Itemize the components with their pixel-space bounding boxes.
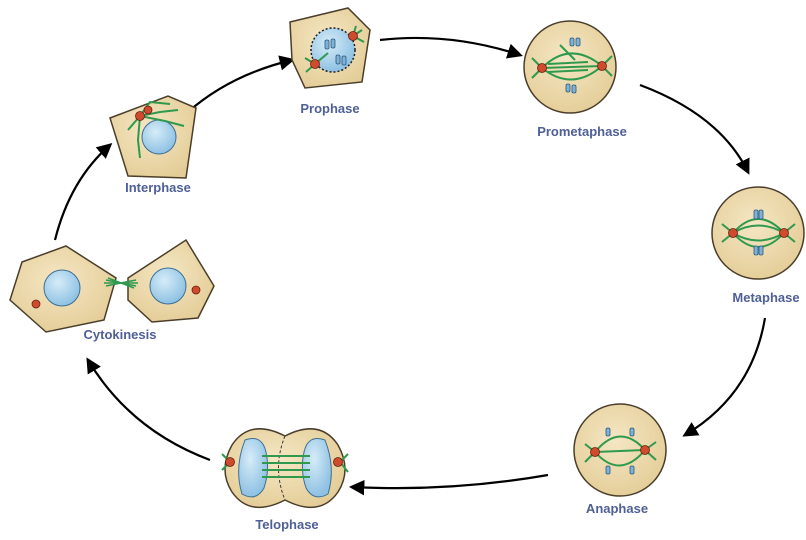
anaphase-cell xyxy=(574,404,666,496)
arrow-anaphase-to-telophase xyxy=(352,475,548,488)
label-prophase: Prophase xyxy=(300,101,359,116)
telophase-cell xyxy=(222,429,348,508)
arrow-telophase-to-cytokinesis xyxy=(88,360,210,460)
prometaphase-cell xyxy=(524,21,616,113)
arrow-interphase-to-prophase xyxy=(188,60,292,112)
interphase-cell xyxy=(110,96,196,178)
label-interphase: Interphase xyxy=(125,180,191,195)
label-telophase: Telophase xyxy=(255,517,318,532)
arrow-metaphase-to-anaphase xyxy=(685,318,765,435)
prophase-cell xyxy=(290,8,370,88)
label-cytokinesis: Cytokinesis xyxy=(84,327,157,342)
cytokinesis-cells xyxy=(10,240,214,332)
label-prometaphase: Prometaphase xyxy=(537,124,627,139)
label-metaphase: Metaphase xyxy=(732,290,799,305)
metaphase-cell xyxy=(712,187,804,279)
label-anaphase: Anaphase xyxy=(586,501,648,516)
arrow-prophase-to-prometaphase xyxy=(380,38,520,55)
arrow-cytokinesis-to-interphase xyxy=(55,145,110,240)
arrow-prometaphase-to-metaphase xyxy=(640,85,748,172)
